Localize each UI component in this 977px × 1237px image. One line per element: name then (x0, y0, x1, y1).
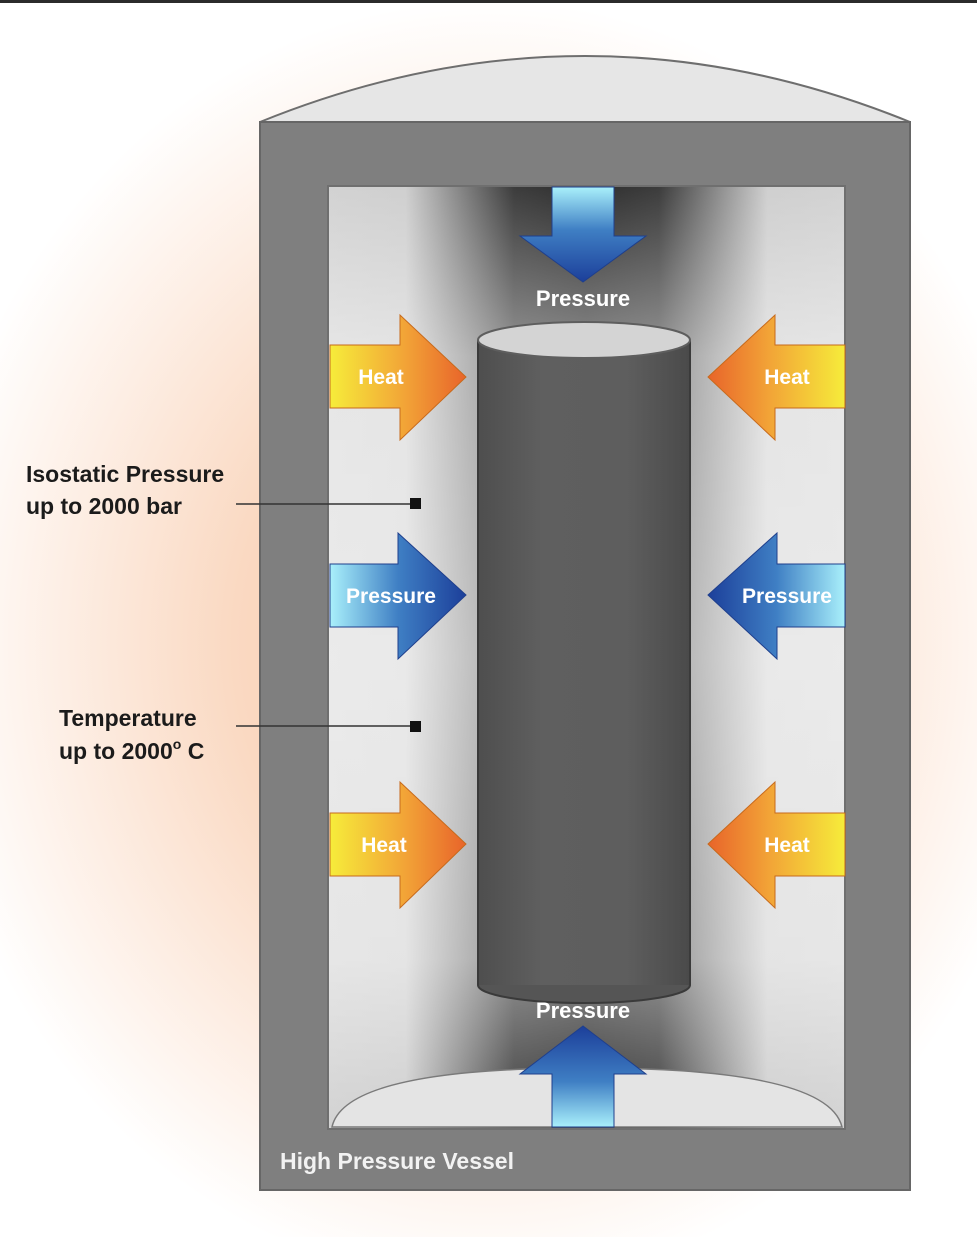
vessel-label: High Pressure Vessel (280, 1148, 514, 1174)
heat-arrow-left-lower: Heat (329, 780, 467, 910)
heat-label: Heat (764, 834, 810, 857)
pressure-label: Pressure (536, 998, 630, 1023)
pressure-arrow-right: Pressure (707, 531, 846, 661)
workpiece-cylinder (477, 321, 691, 1004)
pressure-label: Pressure (742, 585, 832, 608)
pressure-arrow-left: Pressure (329, 531, 467, 661)
heat-arrow-left-upper: Heat (329, 313, 467, 442)
isostatic-label-line1: Isostatic Pressure (26, 461, 224, 487)
pressure-label: Pressure (536, 286, 630, 311)
heat-label: Heat (361, 834, 407, 857)
temperature-label-line1: Temperature (59, 705, 197, 731)
callout-marker (410, 498, 421, 509)
heat-label: Heat (764, 366, 810, 389)
callout-marker (410, 721, 421, 732)
vessel-dome (259, 55, 911, 123)
top-border (0, 0, 977, 3)
temperature-label-line2: up to 2000o C (59, 736, 204, 764)
isostatic-label-line2: up to 2000 bar (26, 493, 182, 519)
heat-label: Heat (358, 366, 404, 389)
pressure-arrow-bottom: Pressure (518, 998, 648, 1128)
heat-arrow-right-lower: Heat (707, 780, 846, 910)
isostatic-pressure-callout: Isostatic Pressure up to 2000 bar (26, 461, 421, 519)
pressure-arrow-top: Pressure (518, 186, 648, 311)
temperature-callout: Temperature up to 2000o C (59, 705, 421, 764)
pressure-label: Pressure (346, 585, 436, 608)
heat-arrow-right-upper: Heat (707, 313, 846, 442)
